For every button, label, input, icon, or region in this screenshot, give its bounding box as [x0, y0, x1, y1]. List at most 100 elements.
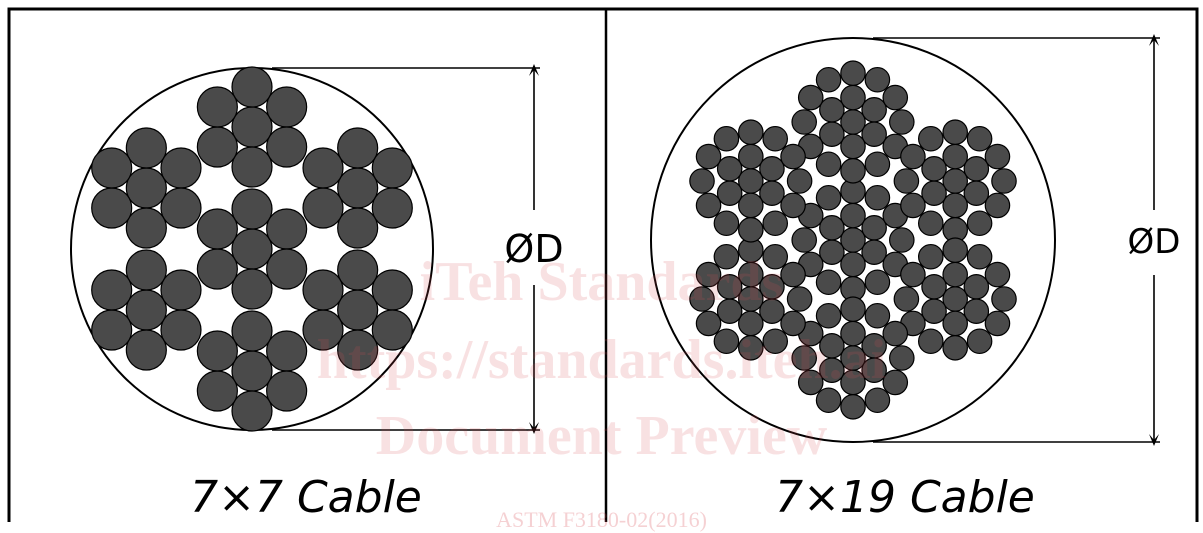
- cable-7x7-wires: [91, 66, 413, 432]
- wire: [942, 237, 968, 263]
- wire: [786, 286, 813, 312]
- wire: [942, 192, 968, 219]
- wire: [942, 119, 968, 145]
- wire: [125, 329, 167, 371]
- wire: [917, 243, 944, 270]
- wire: [160, 187, 202, 229]
- diagram-frame: [7, 7, 1199, 522]
- wire: [266, 126, 308, 168]
- wire: [689, 286, 715, 312]
- wire: [160, 147, 202, 189]
- cable-7x19-outline: [650, 37, 1056, 443]
- wire: [815, 151, 842, 178]
- wire: [196, 208, 238, 250]
- wire: [738, 334, 764, 361]
- wire: [780, 310, 806, 337]
- wire: [160, 309, 202, 351]
- wire: [266, 86, 308, 128]
- wire: [196, 86, 238, 128]
- wire: [888, 227, 915, 253]
- wire: [231, 66, 273, 108]
- wire: [819, 215, 845, 241]
- wire: [888, 345, 915, 371]
- wire: [791, 227, 817, 253]
- wire: [231, 146, 273, 188]
- wire: [984, 192, 1011, 219]
- wire: [125, 249, 167, 291]
- wire: [371, 187, 413, 229]
- panel-caption: 7×19 Cable: [775, 472, 1035, 522]
- wire: [966, 243, 993, 270]
- wire: [695, 143, 722, 170]
- wire: [963, 298, 990, 324]
- wire: [819, 239, 845, 265]
- wire: [963, 273, 990, 300]
- wire: [819, 357, 845, 383]
- dimension-label: ØD: [504, 227, 563, 271]
- wire: [302, 187, 344, 229]
- wire: [91, 269, 133, 311]
- wire: [864, 66, 891, 93]
- wire: [819, 332, 845, 359]
- wire: [196, 330, 238, 372]
- wire: [900, 192, 926, 219]
- wire: [991, 286, 1017, 312]
- wire: [921, 298, 947, 324]
- wire: [91, 147, 133, 189]
- wire: [125, 167, 167, 209]
- wire: [840, 84, 866, 111]
- wire: [893, 286, 920, 312]
- wire: [759, 273, 785, 300]
- wire: [738, 217, 764, 243]
- wire: [759, 180, 785, 206]
- wire: [780, 143, 806, 170]
- wire: [231, 350, 273, 392]
- wire: [840, 109, 866, 135]
- wire: [942, 334, 968, 361]
- wire: [984, 310, 1011, 337]
- wire: [815, 184, 842, 211]
- wire: [302, 147, 344, 189]
- wire: [371, 309, 413, 351]
- panel-caption: 7×7 Cable: [190, 472, 422, 522]
- wire: [921, 156, 947, 182]
- wire: [125, 127, 167, 169]
- wire: [819, 121, 845, 147]
- wire: [337, 167, 379, 209]
- wire: [942, 168, 968, 194]
- wire: [302, 309, 344, 351]
- wire: [780, 192, 806, 219]
- wire: [762, 125, 789, 152]
- wire: [231, 228, 273, 270]
- wire: [984, 143, 1011, 170]
- wire: [840, 227, 866, 253]
- wire: [231, 188, 273, 230]
- wire: [861, 215, 887, 241]
- wire: [893, 168, 920, 194]
- wire: [716, 156, 743, 182]
- wire: [864, 302, 891, 329]
- wire: [864, 387, 891, 414]
- wire: [840, 251, 866, 278]
- wire: [196, 126, 238, 168]
- wire: [716, 180, 743, 206]
- dimension-label: ØD: [1128, 222, 1181, 262]
- wire: [797, 84, 824, 111]
- wire: [695, 261, 722, 288]
- wire: [762, 243, 789, 270]
- wire: [942, 261, 968, 288]
- wire: [337, 127, 379, 169]
- wire: [302, 269, 344, 311]
- wire: [791, 109, 817, 135]
- wire: [819, 97, 845, 123]
- wire: [231, 106, 273, 148]
- wire: [815, 387, 842, 414]
- wire: [125, 207, 167, 249]
- wire: [713, 210, 740, 237]
- cable-cross-section-diagram: ØD 7×7 Cable ØD 7×19 Cable: [7, 7, 1199, 522]
- wire: [882, 320, 909, 347]
- wire: [738, 286, 764, 312]
- wire: [713, 243, 740, 270]
- wire: [840, 133, 866, 160]
- wire: [861, 97, 887, 123]
